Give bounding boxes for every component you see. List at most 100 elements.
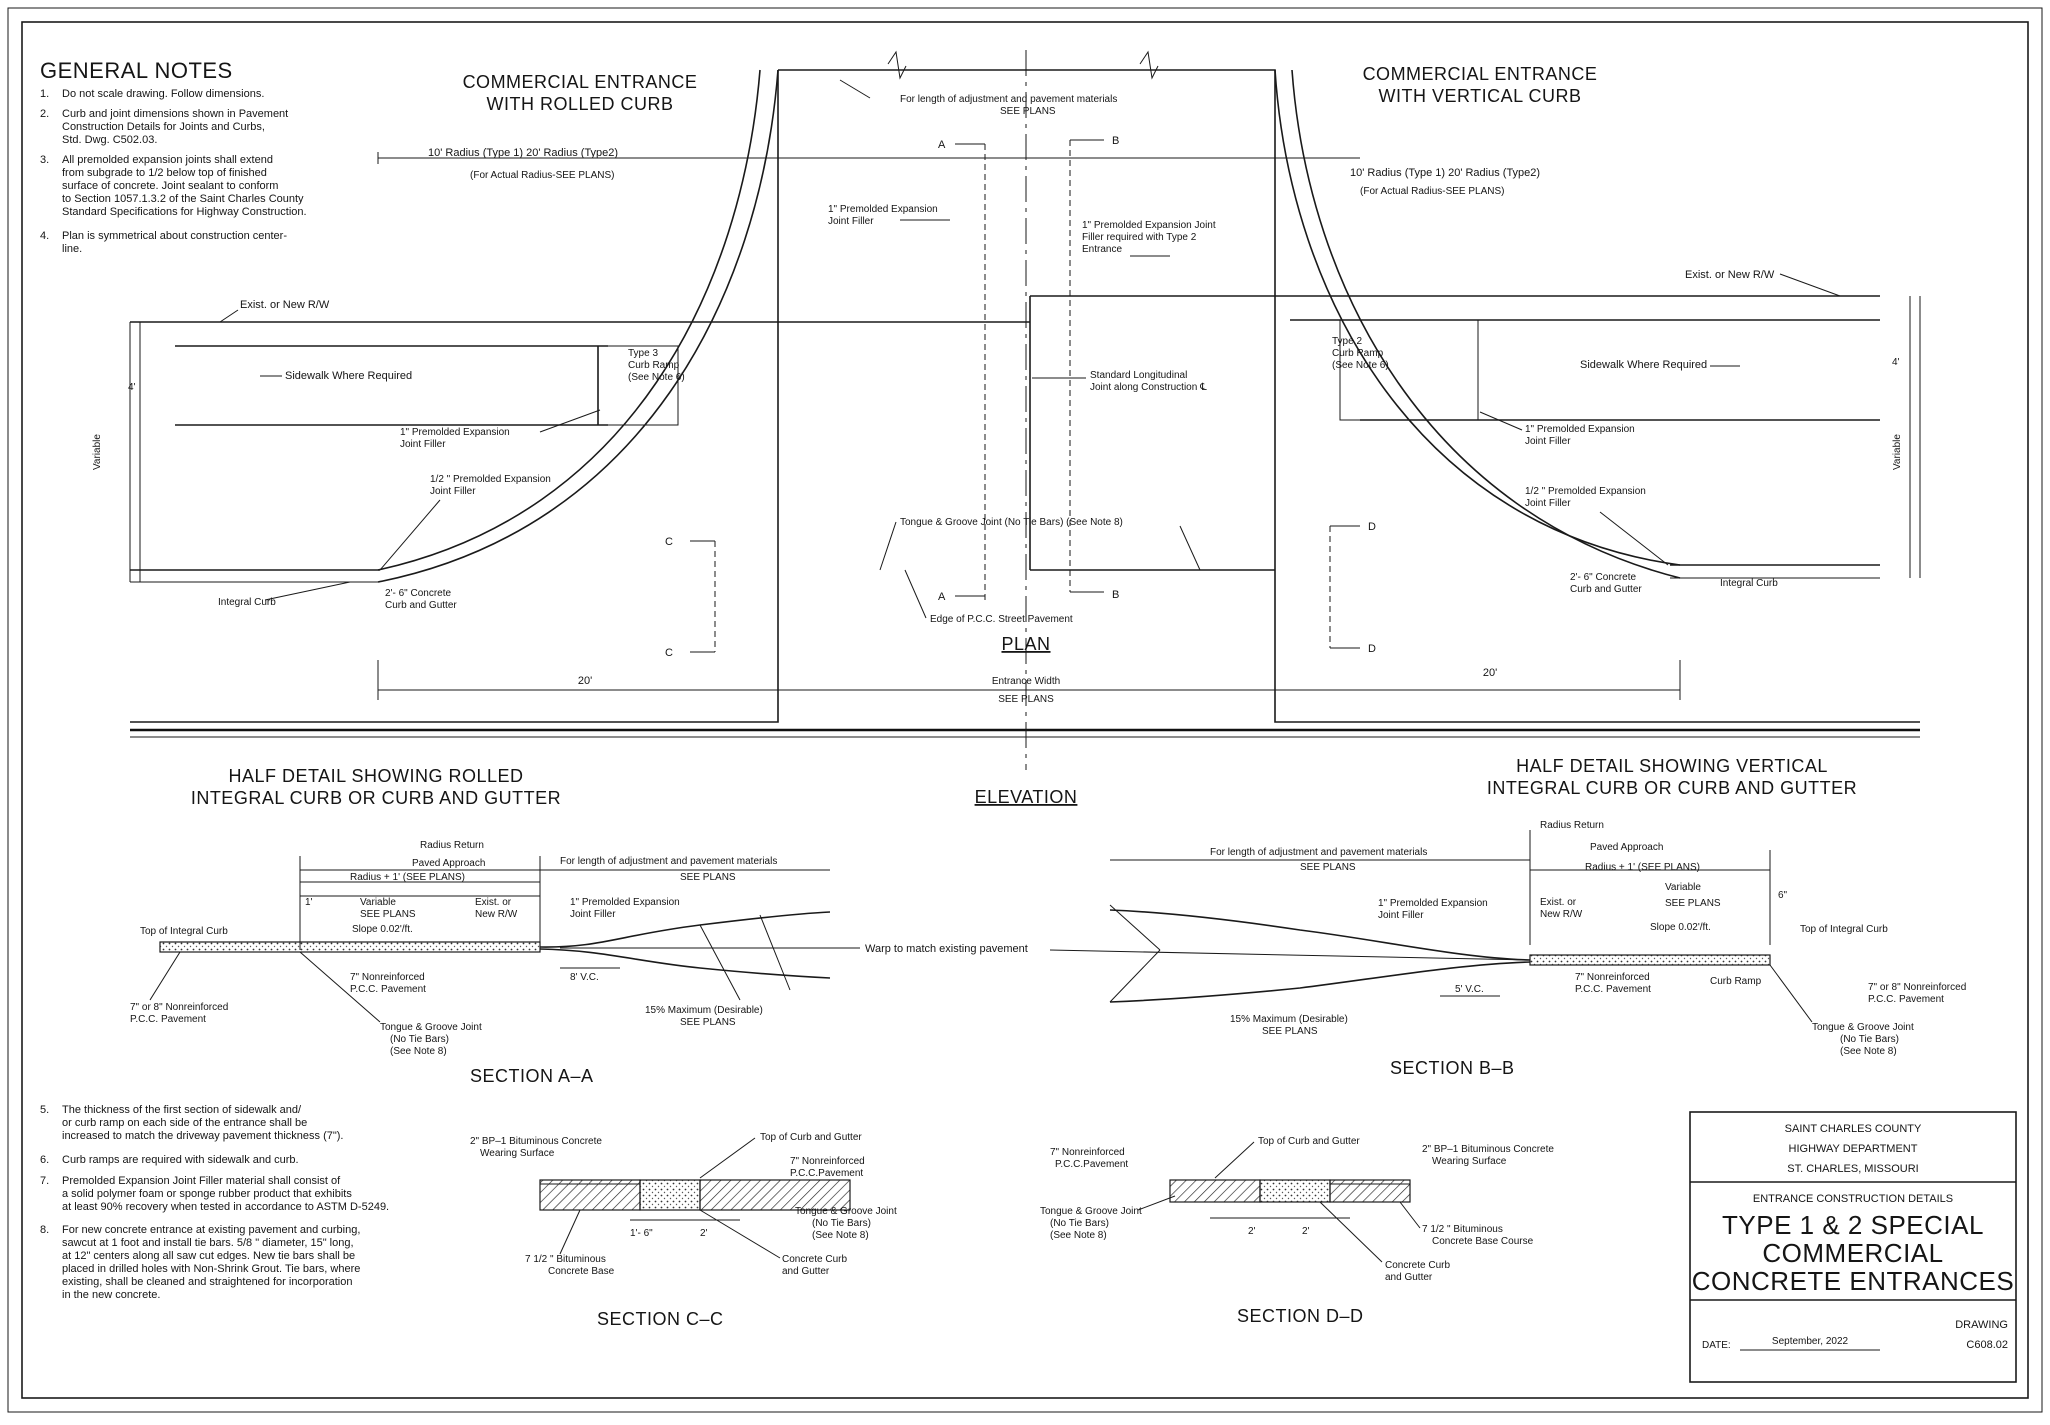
premolded-half-left-1: 1/2 " Premolded Expansion: [430, 474, 551, 485]
cc-curb-gutter-1: Concrete Curb: [782, 1254, 847, 1265]
title-line-1: TYPE 1 & 2 SPECIAL: [1722, 1210, 1984, 1240]
date-value: September, 2022: [1772, 1336, 1849, 1347]
drawing-label: DRAWING: [1955, 1319, 2008, 1331]
premolded-half-left-leader: [379, 499, 441, 571]
cc-tongue-2: (No Tie Bars): [812, 1218, 871, 1229]
aa-label: SECTION A–A: [470, 1066, 594, 1086]
section-bb: Radius Return Paved Approach Radius + 1'…: [1049, 820, 1966, 1078]
cc-curb-gutter-leader: [699, 1209, 781, 1259]
cc-dim-b: 2': [700, 1228, 708, 1239]
half-detail-right-1: HALF DETAIL SHOWING VERTICAL: [1516, 756, 1828, 776]
plan-label: PLAN: [1001, 634, 1050, 654]
bb-vc: 5' V.C.: [1455, 984, 1484, 995]
bb-slope: Slope 0.02'/ft.: [1650, 922, 1711, 933]
sidewalk-right: Sidewalk Where Required: [1580, 359, 1707, 371]
aa-see-plans: SEE PLANS: [360, 909, 416, 920]
premolded-right-leader: [1479, 411, 1523, 431]
cc-tongue-1: Tongue & Groove Joint: [795, 1206, 897, 1217]
general-notes: GENERAL NOTES 1. Do not scale drawing. F…: [40, 58, 389, 1301]
aa-radius-return: Radius Return: [420, 840, 484, 851]
half-detail-left-2: INTEGRAL CURB OR CURB AND GUTTER: [191, 788, 561, 808]
plan-left-title-1: COMMERCIAL ENTRANCE: [463, 72, 698, 92]
aa-tongue-2: (No Tie Bars): [390, 1034, 449, 1045]
bb-variable: Variable: [1665, 882, 1701, 893]
radius-left-1: 10' Radius (Type 1) 20' Radius (Type2): [428, 147, 618, 159]
plan-left-title-2: WITH ROLLED CURB: [486, 94, 673, 114]
note-7-line-2: a solid polymer foam or sponge rubber pr…: [62, 1188, 352, 1200]
adjust-note-1: For length of adjustment and pavement ma…: [900, 94, 1117, 105]
plan-right-title-2: WITH VERTICAL CURB: [1378, 86, 1581, 106]
premolded-top-2: Joint Filler: [828, 216, 874, 227]
tongue-groove-plan: Tongue & Groove Joint (No Tie Bars) (See…: [900, 517, 1123, 528]
cc-bp1-1: 2" BP–1 Bituminous Concrete: [470, 1136, 602, 1147]
longitudinal-2: Joint along Construction ℄: [1090, 382, 1207, 393]
note-3-num: 3.: [40, 154, 49, 166]
bb-max15-1: 15% Maximum (Desirable): [1230, 1014, 1348, 1025]
elevation-label: ELEVATION: [975, 787, 1078, 807]
tongue-groove-leader-1: [879, 521, 897, 571]
entrance-outline-left: [130, 70, 779, 723]
type3-ramp-3: (See Note 6): [628, 372, 685, 383]
bb-adjust-2: SEE PLANS: [1300, 862, 1356, 873]
section-mark-c-top: C: [665, 536, 673, 548]
adjust-note-2: SEE PLANS: [1000, 106, 1056, 117]
elevation-view: ELEVATION HALF DETAIL SHOWING ROLLED INT…: [191, 756, 1857, 808]
cc-top-curb: Top of Curb and Gutter: [760, 1132, 862, 1143]
bb-pcc78-1: 7" or 8" Nonreinforced: [1868, 982, 1966, 993]
section-marks: A A B B C C D D: [665, 135, 1376, 659]
premolded-type2-3: Entrance: [1082, 244, 1122, 255]
dd-tongue-1: Tongue & Groove Joint: [1040, 1206, 1142, 1217]
note-2-line-1: Curb and joint dimensions shown in Pavem…: [62, 108, 288, 120]
title-subtitle: ENTRANCE CONSTRUCTION DETAILS: [1753, 1193, 1953, 1205]
cc-bit-base-1: 7 1/2 " Bituminous: [525, 1254, 606, 1265]
type2-ramp-3: (See Note 6): [1332, 360, 1389, 371]
bb-see-plans: SEE PLANS: [1665, 898, 1721, 909]
aa-warp-top: [539, 911, 831, 948]
cc-label: SECTION C–C: [597, 1309, 724, 1329]
cc-pcc7-2: P.C.C.Pavement: [790, 1168, 863, 1179]
premolded-half-left-2: Joint Filler: [430, 486, 476, 497]
premolded-right-2: Joint Filler: [1525, 436, 1571, 447]
outer-border: [7, 7, 2043, 1413]
half-detail-right-2: INTEGRAL CURB OR CURB AND GUTTER: [1487, 778, 1857, 798]
note-1-num: 1.: [40, 88, 49, 100]
dd-bp1-1: 2" BP–1 Bituminous Concrete: [1422, 1144, 1554, 1155]
integral-curb-left: Integral Curb: [218, 597, 276, 608]
dd-curb-gutter-leader: [1319, 1201, 1383, 1263]
note-4-num: 4.: [40, 230, 49, 242]
bb-tongue-2: (No Tie Bars): [1840, 1034, 1899, 1045]
note-5-line-2: or curb ramp on each side of the entranc…: [62, 1117, 307, 1129]
aa-taper-1: [699, 924, 741, 1001]
note-5-line-1: The thickness of the first section of si…: [62, 1104, 302, 1116]
bb-taper-1: [1109, 904, 1161, 951]
bb-label: SECTION B–B: [1390, 1058, 1515, 1078]
aa-pcc78-2: P.C.C. Pavement: [130, 1014, 206, 1025]
note-3-line-1: All premolded expansion joints shall ext…: [62, 154, 273, 166]
drawing-number: C608.02: [1966, 1339, 2008, 1351]
aa-tongue-3: (See Note 8): [390, 1046, 447, 1057]
bb-taper-2: [1109, 949, 1161, 1003]
row-right: Exist. or New R/W: [1685, 269, 1775, 281]
aa-adjust-2: SEE PLANS: [680, 872, 736, 883]
note-6-line-1: Curb ramps are required with sidewalk an…: [62, 1154, 299, 1166]
bb-slab: [1529, 954, 1771, 966]
section-dd: 7" Nonreinforced P.C.C.Pavement Top of C…: [1040, 1136, 1554, 1326]
curb-gutter-right-2: Curb and Gutter: [1570, 584, 1642, 595]
left-radius-inner: [377, 69, 761, 571]
bb-warp-mid: [1049, 949, 1531, 961]
curb-gutter-right-1: 2'- 6" Concrete: [1570, 572, 1636, 583]
type3-ramp-2: Curb Ramp: [628, 360, 680, 371]
row-right-leader: [1779, 273, 1841, 297]
premolded-top-1: 1" Premolded Expansion: [828, 204, 938, 215]
cc-bit-base-2: Concrete Base: [548, 1266, 615, 1277]
section-mark-b-top: B: [1112, 135, 1119, 147]
note-3-line-3: surface of concrete. Joint sealant to co…: [62, 180, 278, 192]
aa-vc: 8' V.C.: [570, 972, 599, 983]
bb-adjust-1: For length of adjustment and pavement ma…: [1210, 847, 1427, 858]
agency-line-3: ST. CHARLES, MISSOURI: [1787, 1163, 1918, 1175]
row-left-leader: [219, 309, 239, 323]
integral-curb-right: Integral Curb: [1720, 578, 1778, 589]
bb-exist-row-1: Exist. or: [1540, 897, 1577, 908]
